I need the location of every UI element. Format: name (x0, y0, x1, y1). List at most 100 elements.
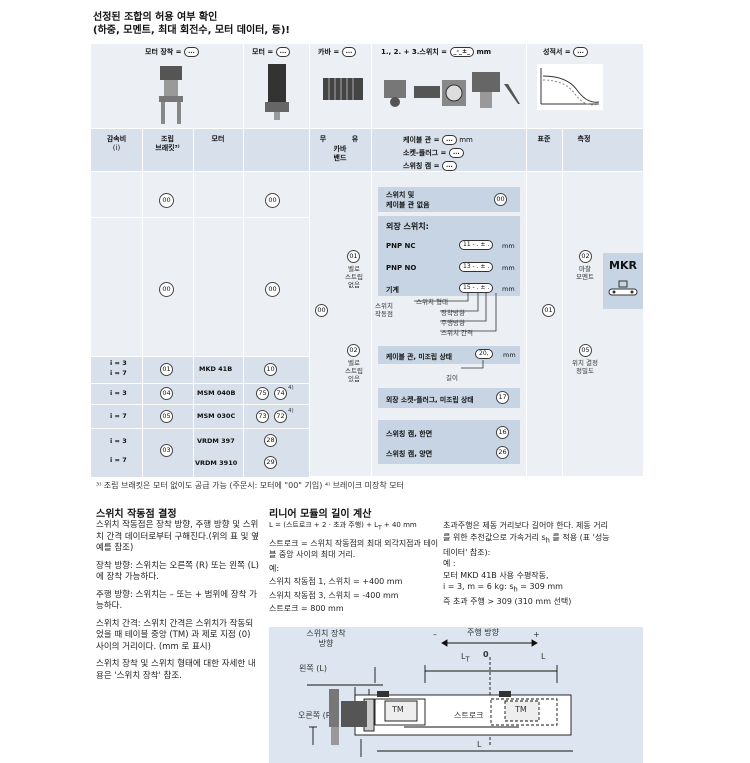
col-standard: 표준 (537, 135, 551, 143)
switch-cam-box (378, 420, 520, 464)
code-circle: 01 (347, 250, 360, 263)
run-direction-label: 주행방향 (441, 319, 465, 327)
total-length-label: L (477, 740, 482, 749)
footnote: ³⁾ 조립 브래킷은 모터 없이도 공급 가능 (주문시: 모터에 "00" 기… (96, 481, 404, 490)
code-circle: 26 (496, 446, 509, 459)
switch-type-label: 스위치 형태 (416, 298, 448, 306)
col-ratio: 감속비(i) (106, 135, 127, 152)
switch-point-label: 스위치 작동점 (375, 302, 393, 318)
code-circle: 00 (265, 282, 280, 297)
switch-label: 1., 2. + 3.스위치 = _-_±_ mm (381, 47, 492, 57)
col-without: 무 (319, 135, 327, 143)
motor-label: 모터 = ... (252, 47, 291, 57)
code-circle: 00 (315, 304, 328, 317)
cover-pill: ... (341, 47, 357, 57)
zero-mark: 0 (483, 650, 489, 659)
code-circle: 28 (264, 434, 277, 447)
mech-label: 기계 (386, 286, 399, 294)
external-switch-box (378, 216, 520, 296)
no-switch-line2: 케이블 관 없음 (386, 201, 430, 209)
cam-one-label: 스위칭 캠, 한면 (386, 430, 433, 438)
header-line-1: 선정된 조합의 허용 여부 확인 (93, 12, 218, 23)
page-header: 선정된 조합의 허용 여부 확인 (하중, 모멘트, 최대 회전수, 모터 데이… (93, 11, 290, 37)
length-calc-title: 리니어 모듈의 길이 계산 (269, 509, 372, 520)
switch-illustration (384, 72, 520, 108)
no-switch-line1: 스위치 및 (386, 191, 415, 199)
code-circle: 01 (542, 304, 555, 317)
code-circle: 00 (159, 193, 174, 208)
lp-label: L (541, 652, 546, 661)
plus-sign: + (533, 630, 540, 639)
report-label: 성적서 = ... (543, 47, 588, 57)
pnp-no-pill[interactable]: 13 - . ± . (459, 262, 494, 272)
col-cover-band: 카바 밴드 (333, 145, 347, 162)
code-circle: 05 (579, 344, 592, 357)
pnp-nc-pill[interactable]: 11 - . ± . (459, 240, 494, 250)
mkr-icon (608, 280, 638, 296)
motor-cell: VRDM 397 (197, 437, 235, 445)
ratio-cell: i = 3 (110, 389, 127, 397)
switch-point-title: 스위치 작동점 결정 (96, 509, 177, 520)
stroke-label: 스트로크 (454, 711, 484, 720)
bellows-label: 벨로 스트립 있음 (345, 359, 363, 383)
motor-illustration (265, 64, 289, 120)
pnp-nc-label: PNP NC (386, 242, 416, 250)
mount-direction-label: 장착방향 (441, 309, 465, 317)
lt-label: LT (461, 652, 470, 664)
mount-direction-caption: 스위치 장착 방향 (306, 629, 346, 648)
length-label: 길이 (446, 374, 458, 382)
code-circle: 02 (347, 344, 360, 357)
pnp-no-label: PNP NO (386, 264, 417, 272)
length-calc-body: L = (스트로크 + 2 · 초과 주행) + LT + 40 mm 스트로크… (269, 521, 439, 614)
motor-cell: MKD 41B (199, 365, 233, 373)
no-bellows-label: 벨로 스트립 없음 (345, 265, 363, 289)
length-leader (461, 360, 484, 369)
ext-socket-box (378, 388, 520, 408)
code-circle: 02 (579, 250, 592, 263)
code-circle: 17 (496, 391, 509, 404)
switch-code-leader-lines (414, 293, 497, 332)
table-center-label-left: TM (392, 705, 404, 714)
motor-pill: ... (275, 47, 291, 57)
table-center-label-right: TM (515, 705, 527, 714)
ratio-cell: i = 7 (110, 369, 127, 377)
col-with: 유 (351, 135, 359, 143)
col-switch-cam: 스위칭 캠 = ... (403, 161, 457, 171)
motor-cell: MSM 040B (197, 389, 236, 397)
ratio-cell: i = 3 (110, 437, 127, 445)
positioning-label: 위치 결정 정밀도 (572, 359, 598, 375)
mech-pill[interactable]: 15 - . ± . (459, 283, 494, 293)
left-side-label: 왼쪽 (L) (299, 664, 327, 673)
code-circle: 00 (494, 193, 507, 206)
mkr-label: MKR (609, 259, 637, 272)
cover-label: 카바 = ... (318, 47, 357, 57)
report-pill: ... (573, 47, 588, 57)
switch-pill: _-_±_ (449, 47, 475, 57)
code-circle: 03 (160, 444, 173, 457)
code-circle: 01 (160, 363, 173, 376)
right-side-label: 오른쪽 (R) (298, 711, 335, 720)
motor-cell: MSM 030C (197, 412, 236, 420)
ratio-cell: i = 7 (110, 456, 127, 464)
cover-illustration (323, 78, 363, 100)
code-circle: 00 (159, 282, 174, 297)
footnote-ref: 4) (288, 385, 294, 391)
report-chart-illustration (537, 64, 603, 110)
cam-both-label: 스위칭 캠, 양면 (386, 450, 433, 458)
ratio-cell: i = 3 (110, 359, 127, 367)
col-motor: 모터 (211, 135, 225, 143)
code-circle: 74 (274, 387, 287, 400)
code-circle: 72 (274, 410, 287, 423)
col-measurement: 측정 (577, 135, 591, 143)
cable-length-pill[interactable]: 20, (475, 349, 493, 359)
switch-point-body: 스위치 작동점은 장착 방향, 주행 방향 및 스위치 간격 데이터로부터 구해… (96, 520, 259, 681)
friction-moment-label: 마찰 모멘트 (576, 265, 594, 281)
code-circle: 04 (160, 387, 173, 400)
run-direction-caption: 주행 방향 (467, 628, 499, 637)
external-switch-title: 외장 스위치: (386, 222, 429, 231)
ext-socket-label: 외장 소켓-플러그, 미조립 상태 (386, 396, 474, 404)
switch-gap-label: 스위치 간격 (441, 329, 473, 337)
footnote-ref: 4) (288, 408, 294, 414)
overtravel-body: 초과주행은 제동 거리보다 길어야 한다. 제동 거리를 위한 추천값으로 가속… (443, 521, 610, 607)
